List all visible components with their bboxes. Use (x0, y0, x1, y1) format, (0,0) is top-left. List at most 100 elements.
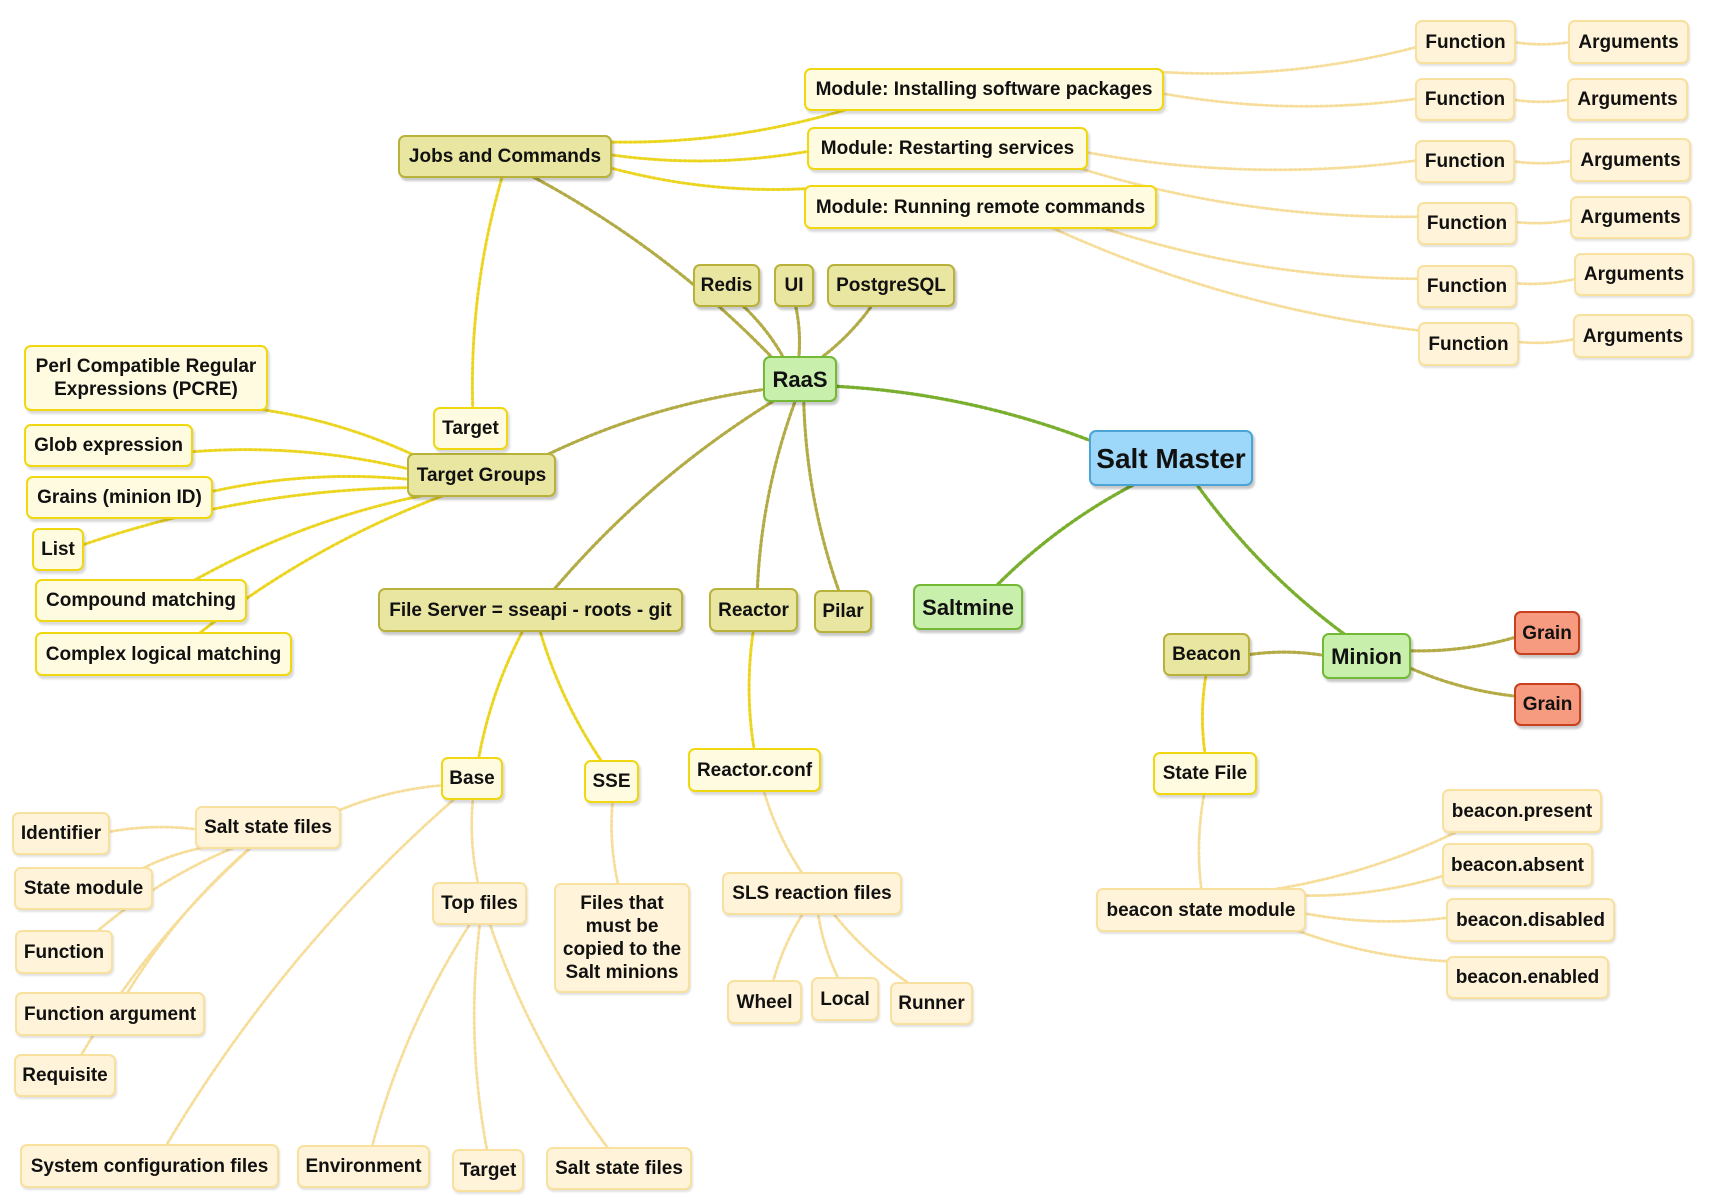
environment-node[interactable]: Environment (297, 1145, 430, 1188)
target-node[interactable]: Target (433, 407, 508, 450)
beacon-disabled-node[interactable]: beacon.disabled (1446, 898, 1615, 942)
connector-reactor_conf-sls_reaction (761, 787, 805, 877)
pilar-node[interactable]: Pilar (814, 590, 872, 633)
connector-beacon_state_module-beacon_enabled (1291, 927, 1451, 963)
reactor-node[interactable]: Reactor (709, 588, 798, 632)
arguments-node[interactable]: Arguments (1570, 196, 1691, 239)
connector-target_groups-compound (189, 492, 432, 584)
beacon-state-module-node[interactable]: beacon state module (1096, 888, 1306, 932)
system-configuration-files-node[interactable]: System configuration files (20, 1144, 279, 1188)
arguments-node[interactable]: Arguments (1567, 78, 1688, 121)
connector-minion-grain2 (1406, 665, 1519, 698)
file-server-node[interactable]: File Server = sseapi - roots - git (378, 588, 683, 632)
connector-minion-beacon (1245, 650, 1327, 658)
list-node[interactable]: List (32, 528, 84, 571)
connector-salt_master-minion (1194, 481, 1349, 638)
beacon-present-node[interactable]: beacon.present (1442, 789, 1602, 833)
connector-beacon_state_module-beacon_present (1261, 828, 1462, 893)
grain-node[interactable]: Grain (1514, 683, 1581, 726)
connector-jobs-target_top (470, 173, 505, 412)
ui-node[interactable]: UI (774, 264, 814, 307)
files-copied-to-minions-node[interactable]: Files that must be copied to the Salt mi… (554, 883, 690, 993)
salt-state-files-node[interactable]: Salt state files (546, 1147, 692, 1190)
function-argument-node[interactable]: Function argument (15, 992, 205, 1036)
state-module-node[interactable]: State module (14, 867, 153, 910)
local-node[interactable]: Local (811, 977, 879, 1021)
connector-target_groups-glob (188, 448, 412, 471)
connector-mod_install-func1 (1159, 45, 1420, 75)
grain-node[interactable]: Grain (1514, 611, 1580, 655)
minion-node[interactable]: Minion (1322, 633, 1411, 679)
connector-file_server-sse (538, 627, 605, 765)
state-file-node[interactable]: State File (1153, 752, 1257, 795)
connector-salt_state_files-function_leaf (93, 844, 240, 935)
connector-salt_state_files-identifier (105, 825, 200, 834)
pcre-node[interactable]: Perl Compatible Regular Expressions (PCR… (24, 345, 268, 411)
module-installing-packages-node[interactable]: Module: Installing software packages (804, 68, 1164, 111)
connector-raas-target_groups (542, 387, 768, 458)
module-restarting-services-node[interactable]: Module: Restarting services (807, 127, 1088, 170)
function-node[interactable]: Function (1415, 20, 1516, 64)
module-running-remote-commands-node[interactable]: Module: Running remote commands (804, 185, 1157, 229)
top-files-node[interactable]: Top files (432, 882, 527, 925)
function-node[interactable]: Function (1417, 265, 1517, 308)
connector-sls_reaction-wheel (771, 910, 806, 985)
sls-reaction-files-node[interactable]: SLS reaction files (722, 872, 902, 915)
connector-top_files-environment (370, 920, 473, 1150)
connector-top_files-salt_state_files2 (487, 920, 611, 1152)
connector-jobs-mod_install (607, 106, 854, 144)
connector-raas-jobs (527, 173, 776, 361)
connector-func2-args2 (1510, 98, 1572, 104)
connector-mod_install-func2 (1159, 91, 1420, 108)
arguments-node[interactable]: Arguments (1570, 138, 1691, 182)
requisite-node[interactable]: Requisite (14, 1054, 116, 1097)
connector-target_groups-pcre (248, 406, 418, 458)
connector-beacon_state_module-beacon_absent (1301, 873, 1447, 897)
reactor-conf-node[interactable]: Reactor.conf (688, 748, 821, 792)
salt-master-node[interactable]: Salt Master (1089, 430, 1253, 486)
complex-logical-matching-node[interactable]: Complex logical matching (35, 632, 292, 676)
compound-matching-node[interactable]: Compound matching (35, 579, 247, 622)
redis-node[interactable]: Redis (693, 264, 760, 307)
arguments-node[interactable]: Arguments (1574, 253, 1694, 296)
connector-raas-pilar (802, 397, 842, 595)
function-node[interactable]: Function (1415, 140, 1515, 183)
salt-state-files-node[interactable]: Salt state files (195, 806, 341, 849)
target-node[interactable]: Target (452, 1149, 524, 1192)
connector-jobs-mod_remote (607, 166, 809, 191)
base-node[interactable]: Base (441, 757, 503, 800)
target-groups-node[interactable]: Target Groups (407, 453, 556, 497)
connector-func6-args6 (1514, 337, 1578, 345)
function-node[interactable]: Function (1415, 78, 1515, 121)
beacon-enabled-node[interactable]: beacon.enabled (1446, 956, 1609, 999)
connector-func1-args1 (1511, 40, 1573, 46)
postgresql-node[interactable]: PostgreSQL (827, 264, 955, 307)
connector-minion-grain1 (1406, 635, 1519, 653)
wheel-node[interactable]: Wheel (727, 980, 802, 1024)
arguments-node[interactable]: Arguments (1568, 20, 1689, 64)
arguments-node[interactable]: Arguments (1573, 314, 1693, 358)
beacon-node[interactable]: Beacon (1163, 633, 1250, 676)
connector-mod_remote-func5 (1095, 224, 1422, 281)
function-node[interactable]: Function (15, 930, 113, 974)
identifier-node[interactable]: Identifier (12, 812, 110, 855)
connector-func4-args4 (1512, 218, 1575, 225)
glob-expression-node[interactable]: Glob expression (24, 424, 193, 467)
grains-minion-id-node[interactable]: Grains (minion ID) (26, 476, 213, 519)
connector-raas-reactor (755, 397, 798, 593)
sse-node[interactable]: SSE (584, 760, 639, 803)
function-node[interactable]: Function (1417, 202, 1517, 245)
connector-salt_master-saltmine (993, 481, 1139, 589)
connector-mod_restart-func4 (1074, 165, 1422, 219)
runner-node[interactable]: Runner (890, 982, 973, 1025)
beacon-absent-node[interactable]: beacon.absent (1442, 843, 1593, 887)
connector-base-salt_state_files (336, 783, 446, 813)
connector-raas-redis (739, 302, 786, 361)
saltmine-node[interactable]: Saltmine (913, 584, 1023, 630)
connector-mod_remote-func6 (1046, 224, 1423, 333)
raas-node[interactable]: RaaS (763, 356, 837, 402)
jobs-and-commands-node[interactable]: Jobs and Commands (398, 135, 612, 178)
function-node[interactable]: Function (1418, 322, 1519, 366)
